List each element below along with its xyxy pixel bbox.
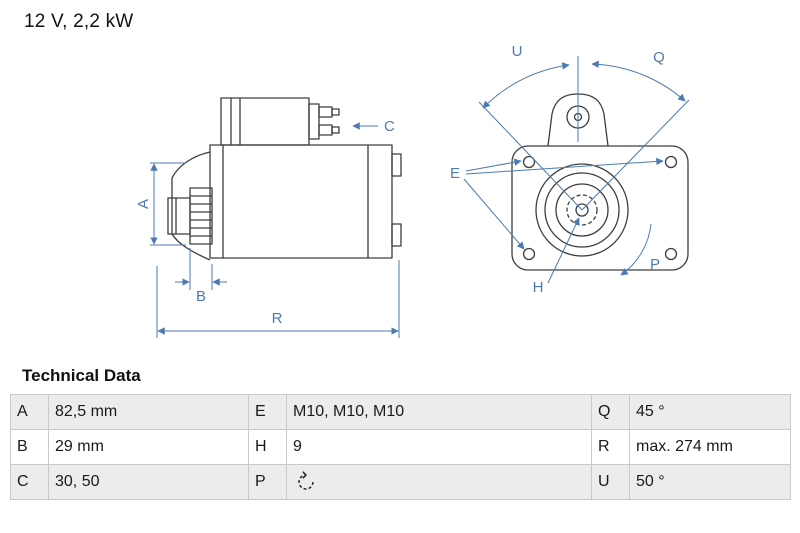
product-spec-title: 12 V, 2,2 kW <box>24 11 134 32</box>
table-cell-key: R <box>591 429 630 465</box>
table-cell-key: P <box>248 464 287 500</box>
table-cell-key: B <box>10 429 49 465</box>
table-row-c-p-u: C 30, 50 P U 50 ° <box>10 464 791 500</box>
rotation-direction-icon <box>298 471 314 490</box>
technical-data-heading: Technical Data <box>22 366 141 385</box>
table-cell-value: M10, M10, M10 <box>286 394 592 430</box>
dim-label-A: A <box>135 199 152 209</box>
dim-label-P: P <box>650 256 660 273</box>
table-cell-key: H <box>248 429 287 465</box>
dim-label-C: C <box>384 118 395 135</box>
technical-drawing-svg: A B C R U Q E H P <box>135 43 690 338</box>
technical-data-section: Technical Data A 82,5 mm E M10, M10, M10… <box>10 366 791 500</box>
front-view-part <box>511 93 689 271</box>
table-cell-key: Q <box>591 394 630 430</box>
table-row-a-e-q: A 82,5 mm E M10, M10, M10 Q 45 ° <box>10 394 791 430</box>
side-view-dimensions <box>150 122 400 338</box>
table-cell-value: 82,5 mm <box>48 394 249 430</box>
table-cell-value: 50 ° <box>629 464 791 500</box>
table-cell-value <box>286 464 592 500</box>
dim-label-E: E <box>450 165 460 182</box>
dimension-labels: A B C R U Q E H P <box>135 43 665 327</box>
technical-data-table: A 82,5 mm E M10, M10, M10 Q 45 ° B 29 mm… <box>10 394 791 500</box>
dim-label-R: R <box>272 310 283 327</box>
table-cell-value: 29 mm <box>48 429 249 465</box>
dim-label-H: H <box>533 279 544 296</box>
dim-label-B: B <box>196 288 206 305</box>
dim-label-Q: Q <box>653 49 665 66</box>
dim-label-U: U <box>512 43 523 60</box>
table-cell-value: max. 274 mm <box>629 429 791 465</box>
table-cell-value: 45 ° <box>629 394 791 430</box>
table-cell-value: 9 <box>286 429 592 465</box>
table-cell-key: E <box>248 394 287 430</box>
front-view-dimensions <box>463 56 690 284</box>
table-row-b-h-r: B 29 mm H 9 R max. 274 mm <box>10 429 791 465</box>
table-cell-key: U <box>591 464 630 500</box>
table-cell-value: 30, 50 <box>48 464 249 500</box>
table-cell-key: C <box>10 464 49 500</box>
table-cell-key: A <box>10 394 49 430</box>
side-view-part <box>167 97 402 261</box>
